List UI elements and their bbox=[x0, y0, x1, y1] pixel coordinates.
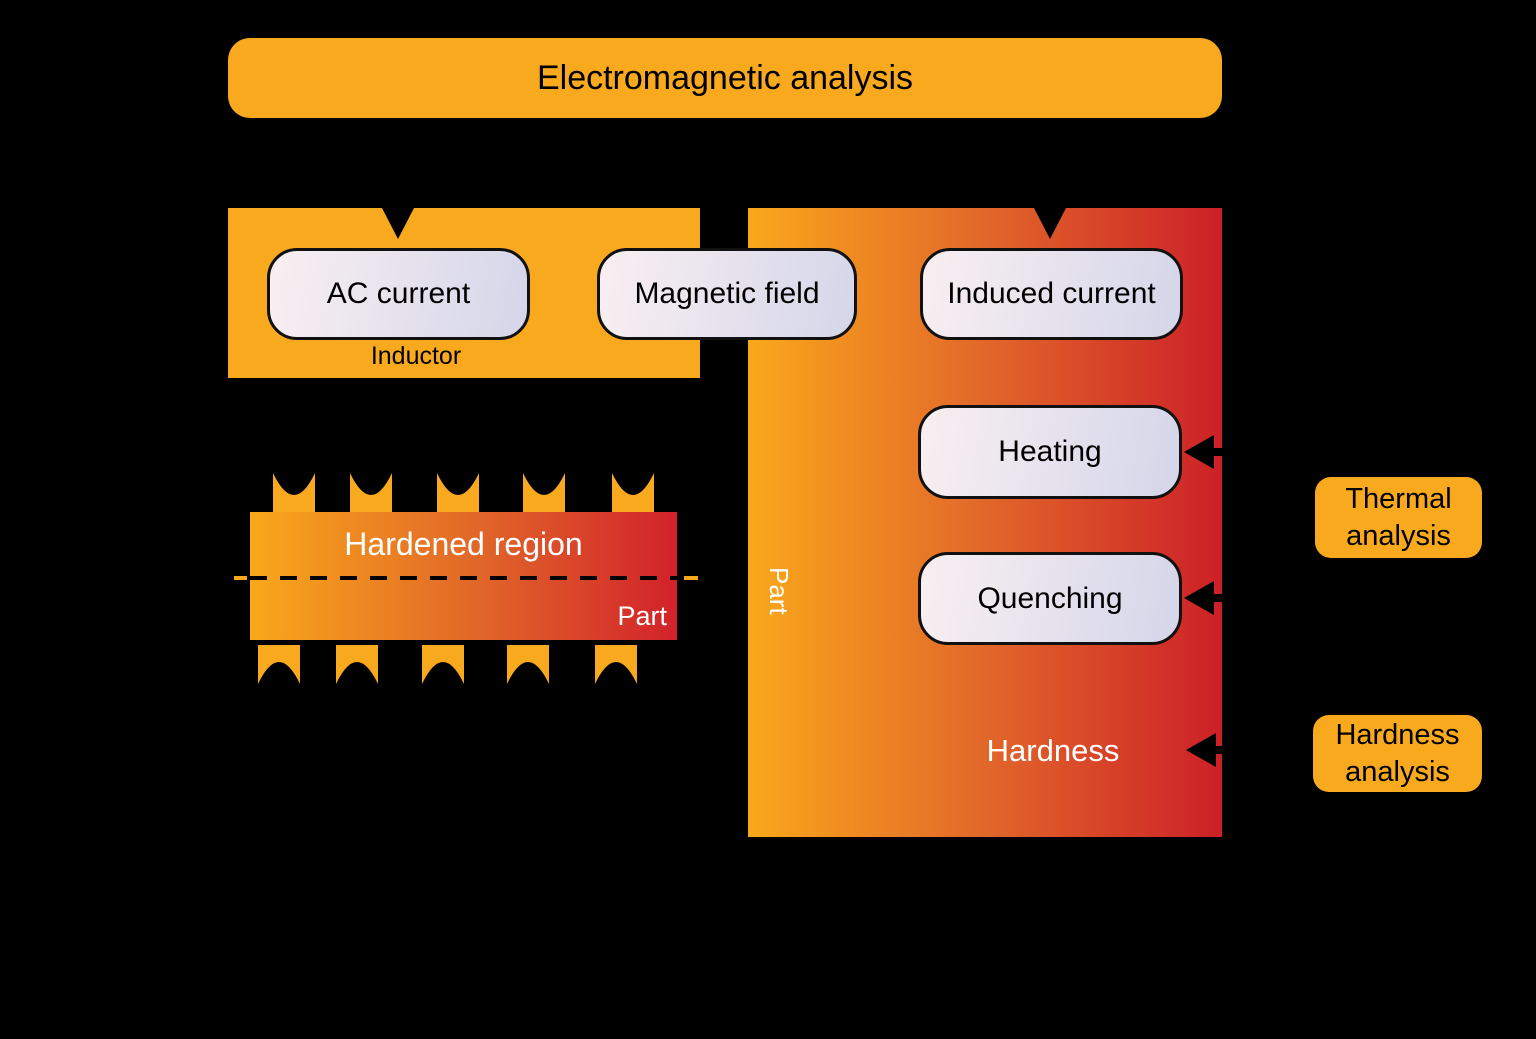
coil-cross-section-icon bbox=[258, 645, 300, 684]
magnetic-field-node: Magnetic field bbox=[597, 248, 857, 340]
arrow-head bbox=[1184, 435, 1214, 469]
coil-cross-section-icon bbox=[350, 473, 392, 512]
arrow-shaft bbox=[1215, 746, 1273, 754]
workpiece-part-label: Part bbox=[617, 601, 667, 631]
coil-cross-section-icon bbox=[595, 645, 637, 684]
arrow-shaft bbox=[1213, 448, 1271, 456]
coil-cross-section-icon bbox=[422, 645, 464, 684]
dashed-line-left-tick bbox=[234, 576, 247, 580]
inductor-caption: Inductor bbox=[370, 342, 462, 370]
triangle-down-icon bbox=[382, 208, 414, 239]
hardening-depth-dashed-line bbox=[250, 576, 677, 580]
quenching-label: Quenching bbox=[977, 581, 1123, 615]
coil-cross-section-icon bbox=[273, 473, 315, 512]
arrow-head bbox=[1184, 581, 1214, 615]
arrow-left-icon bbox=[1184, 435, 1274, 469]
ac-current-label: AC current bbox=[326, 277, 471, 310]
page-title: Electromagnetic analysis bbox=[536, 58, 914, 97]
title-banner: Electromagnetic analysis bbox=[228, 38, 1222, 118]
thermal-analysis-line1: Thermal bbox=[1345, 483, 1452, 516]
hardness-analysis-line1: Hardness bbox=[1335, 719, 1460, 752]
arrow-left-icon bbox=[1184, 581, 1274, 615]
induced-current-label: Induced current bbox=[947, 277, 1156, 310]
coil-cross-section-icon bbox=[523, 473, 565, 512]
thermal-analysis-tag: Thermal analysis bbox=[1315, 477, 1482, 558]
coil-cross-section-icon bbox=[437, 473, 479, 512]
heating-node: Heating bbox=[918, 405, 1182, 499]
coil-cross-section-icon bbox=[612, 473, 654, 512]
hardness-label: Hardness bbox=[986, 733, 1120, 768]
coil-cross-section-icon bbox=[336, 645, 378, 684]
hardened-region-label: Hardened region bbox=[344, 526, 583, 562]
arrow-head bbox=[1186, 733, 1216, 767]
quenching-node: Quenching bbox=[918, 552, 1182, 645]
arrow-shaft bbox=[1213, 594, 1271, 602]
magnetic-field-label: Magnetic field bbox=[634, 277, 820, 310]
thermal-analysis-line2: analysis bbox=[1346, 519, 1451, 552]
triangle-down-icon bbox=[1034, 208, 1066, 239]
arrow-left-icon bbox=[1186, 733, 1276, 767]
coil-cross-section-icon bbox=[507, 645, 549, 684]
hardness-analysis-line2: analysis bbox=[1345, 755, 1450, 788]
dashed-line-right-tick bbox=[684, 576, 698, 580]
heating-label: Heating bbox=[998, 435, 1102, 468]
part-panel-caption: Part bbox=[764, 567, 794, 615]
ac-current-node: AC current bbox=[267, 248, 530, 340]
hardness-analysis-tag: Hardness analysis bbox=[1313, 715, 1482, 792]
induced-current-node: Induced current bbox=[920, 248, 1183, 340]
